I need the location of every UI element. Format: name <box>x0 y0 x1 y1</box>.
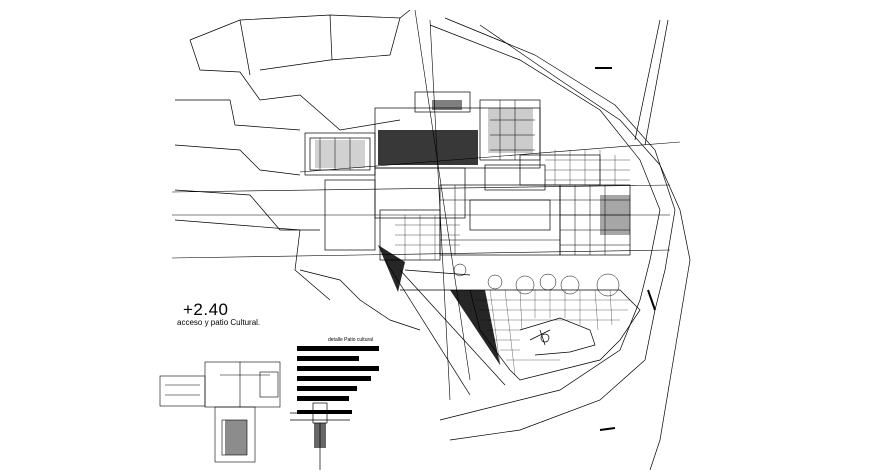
detail-label: detalle Patio cultural <box>328 337 374 343</box>
level-label: +2.40 <box>183 300 229 319</box>
hatched-detail <box>314 423 326 448</box>
hatched-triangle-south <box>450 290 500 365</box>
level-caption: acceso y patio Cultural. <box>177 318 261 327</box>
lot-boundaries <box>174 9 421 331</box>
hatched-stair <box>432 100 462 110</box>
road-markings <box>595 67 656 431</box>
hatched-upper-west <box>315 140 365 168</box>
patio-grid <box>395 150 630 260</box>
main-building <box>304 91 631 261</box>
interior-walls <box>319 100 630 255</box>
hatched-hall <box>378 130 478 165</box>
hatched-court <box>225 420 247 455</box>
detail-legend-bars <box>297 346 379 414</box>
mini-floor-plan <box>159 361 281 463</box>
cultural-courtyard <box>469 289 641 381</box>
road-edges <box>429 17 691 471</box>
courtyard-grid <box>475 289 630 376</box>
hatched-steps <box>600 195 630 235</box>
hatched-upper-east <box>488 108 533 153</box>
hatched-triangle-west <box>378 245 405 292</box>
trees <box>453 263 620 297</box>
